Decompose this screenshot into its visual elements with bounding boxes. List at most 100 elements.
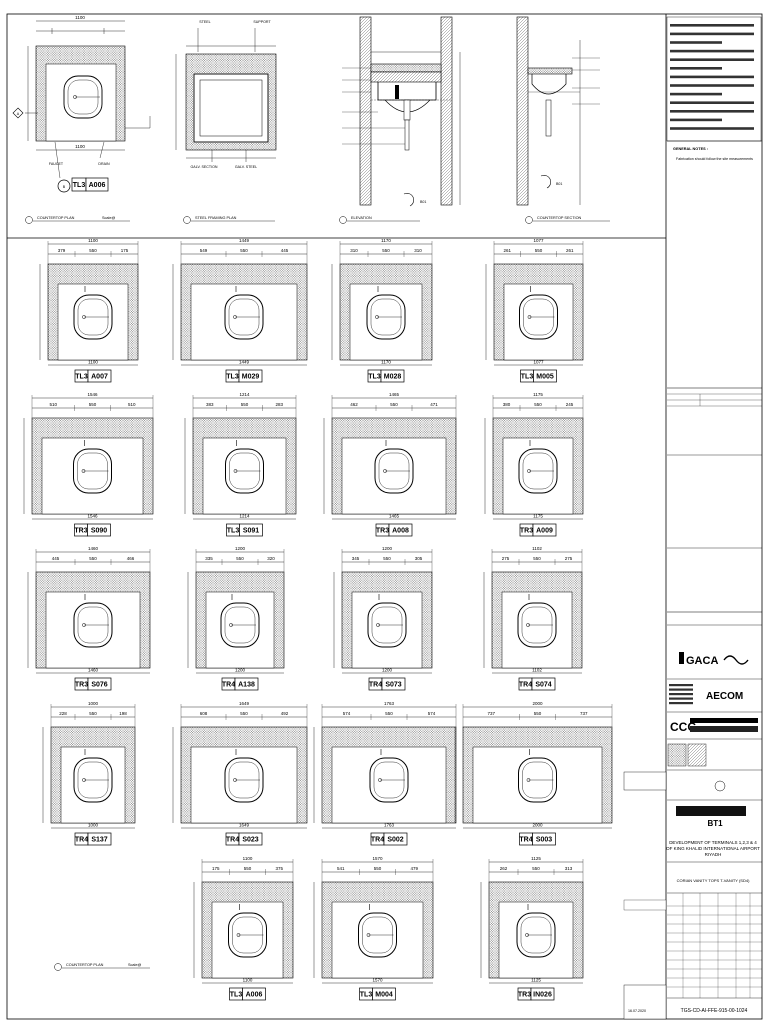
- vanity-segment-dim: 310: [350, 248, 358, 253]
- vanity-width-bottom: 1077: [533, 360, 544, 365]
- vanity-segment-dim: 550: [236, 556, 244, 561]
- drawing-title: CORIAN VANITY TOPS T-VANITY (SD4): [677, 878, 751, 883]
- vanity-width-top: 1546: [87, 392, 98, 397]
- vanity-width-top: 1100: [243, 856, 253, 861]
- project-line-2: OF KING KHALID INTERNATIONAL AIRPORT: [666, 846, 760, 851]
- vanity-segment-dim: 228: [59, 711, 67, 716]
- vanity-width-bottom: 1200: [382, 668, 393, 673]
- vanity-tag-code: TR4: [371, 837, 384, 844]
- steel-framing-plan-view: STEEL SUPPORT GALV. SECTION GALV. STEEL: [175, 20, 277, 169]
- vanity-width-bottom: 1570: [372, 978, 383, 983]
- vanity-tag-ref: S091: [243, 528, 259, 535]
- vanity-width-bottom: 1170: [381, 360, 391, 365]
- vanity-segment-dim: 550: [534, 711, 542, 716]
- vanity-width-bottom: 2000: [532, 823, 543, 828]
- vanity-segment-dim: 550: [390, 402, 398, 407]
- vanity-tag-ref: S003: [536, 837, 552, 844]
- vanity-tag-ref: A008: [392, 528, 409, 535]
- svg-text:STEEL: STEEL: [199, 20, 210, 24]
- svg-text:GALV. SECTION: GALV. SECTION: [191, 165, 218, 169]
- title-block: GENERAL NOTES : Fabrication should follo…: [623, 16, 762, 1020]
- vanity-width-top: 1214: [239, 392, 250, 397]
- vanity-segment-dim: 550: [382, 248, 390, 253]
- vanity-width-bottom: 1449: [239, 360, 250, 365]
- vanity-tag-ref: A007: [91, 374, 108, 381]
- vanity-segment-dim: 245: [566, 402, 574, 407]
- vanity-width-bottom: 1100: [88, 360, 98, 365]
- vanity-tag-code: TL3: [227, 528, 240, 535]
- vanity-segment-dim: 550: [385, 711, 393, 716]
- vanity-width-top: 1649: [239, 701, 250, 706]
- vanity-width-top: 1170: [381, 238, 391, 243]
- vanity-width-bottom: 1460: [88, 668, 99, 673]
- vanity-tag-code: TR3: [518, 992, 531, 999]
- section-section-tag: B01: [556, 182, 562, 186]
- vanity-segment-dim: 198: [119, 711, 127, 716]
- sheet-border: [6, 13, 763, 1020]
- countertop-section-view: B01: [516, 16, 600, 206]
- vanity-segment-dim: 379: [58, 248, 66, 253]
- vanity-segment-dim: 383: [206, 402, 214, 407]
- svg-text:BT1: BT1: [707, 819, 723, 828]
- svg-text:ELEVATION: ELEVATION: [351, 216, 372, 220]
- vanity-segment-dim: 550: [533, 556, 541, 561]
- vanity-segment-dim: 375: [275, 866, 283, 871]
- vanity-width-top: 1465: [389, 392, 400, 397]
- vanity-segment-dim: 261: [503, 248, 511, 253]
- vanity-tag-code: TL3: [521, 374, 534, 381]
- vanity-width-top: 1570: [372, 856, 383, 861]
- vanity-segment-dim: 550: [240, 248, 248, 253]
- svg-text:COUNTERTOP SECTION: COUNTERTOP SECTION: [537, 216, 582, 220]
- vanity-tag-ref: M028: [384, 374, 402, 381]
- vanity-width-top: 1449: [239, 238, 250, 243]
- svg-text:GALV. STEEL: GALV. STEEL: [235, 165, 257, 169]
- vanity-tag-code: TL3: [360, 992, 373, 999]
- vanity-segment-dim: 550: [383, 556, 391, 561]
- vanity-tag-code: TL3: [230, 992, 243, 999]
- vanity-width-bottom: 1465: [389, 514, 400, 519]
- vanity-segment-dim: 275: [502, 556, 510, 561]
- vanity-width-top: 1200: [382, 546, 393, 551]
- project-line-3: RIYADH: [705, 852, 722, 857]
- vanity-segment-dim: 345: [352, 556, 360, 561]
- vanity-tag-code: TR4: [519, 682, 532, 689]
- drawing-number: TGS-CD-AI-FFE-915-00-1024: [681, 1008, 748, 1014]
- vanity-segment-dim: 462: [350, 402, 358, 407]
- client-logo: GACA: [686, 655, 718, 667]
- vanity-segment-dim: 175: [212, 866, 220, 871]
- vanity-segment-dim: 283: [275, 402, 283, 407]
- svg-text:SUPPORT: SUPPORT: [253, 20, 271, 24]
- vanity-segment-dim: 320: [267, 556, 275, 561]
- vanity-segment-dim: 305: [415, 556, 423, 561]
- vanity-tag-code: TR3: [520, 528, 533, 535]
- vanity-width-bottom: 1546: [87, 514, 98, 519]
- vanity-tag-ref: S076: [91, 682, 107, 689]
- vanity-tag-ref: S137: [91, 837, 107, 844]
- vanity-width-bottom: 1214: [239, 514, 250, 519]
- project-line-1: DEVELOPMENT OF TERMINALS 1,2,3 & 4: [669, 840, 757, 845]
- view-title-elevation: ELEVATION: [339, 216, 420, 224]
- vanity-tag-ref: M004: [375, 992, 393, 999]
- vanity-width-bottom: 1000: [88, 823, 99, 828]
- vanity-width-bottom: 1200: [235, 668, 246, 673]
- vanity-width-top: 2000: [532, 701, 543, 706]
- vanity-width-top: 1077: [533, 238, 544, 243]
- vanity-tag-code: TL3: [368, 374, 381, 381]
- vanity-width-bottom: 1102: [532, 668, 542, 673]
- vanity-segment-dim: 549: [200, 248, 208, 253]
- vanity-tag-ref: S074: [535, 682, 551, 689]
- vanity-segment-dim: 541: [337, 866, 345, 871]
- vanity-tag-code: TR3: [75, 682, 88, 689]
- view-title-bottom-countertop-plan: COUNTERTOP PLAN Scale@: [54, 963, 150, 971]
- vanity-width-top: 1200: [235, 546, 246, 551]
